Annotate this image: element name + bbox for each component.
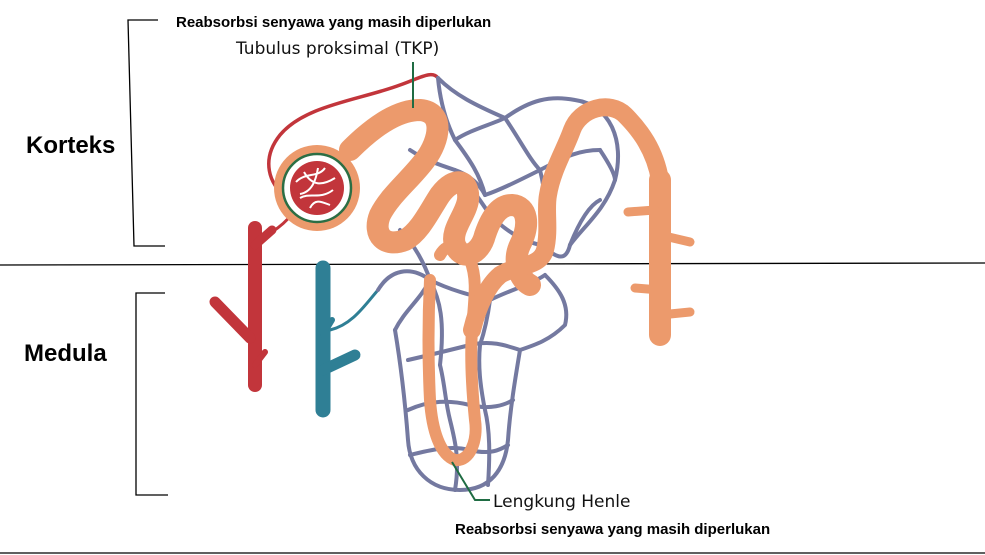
tkp-title: Tubulus proksimal (TKP) [235, 39, 439, 59]
cortex-label: Korteks [26, 132, 115, 159]
henle-pointer-line [451, 461, 490, 501]
nephron-tubule [339, 98, 695, 466]
medulla-label: Medula [24, 340, 107, 367]
henle-title: Lengkung Henle [493, 492, 630, 512]
bottom-note: Reabsorbsi senyawa yang masih diperlukan [455, 521, 770, 538]
medulla-bracket [135, 292, 168, 496]
vein [315, 260, 380, 418]
bowmans-capsule [274, 145, 360, 231]
top-note: Reabsorbsi senyawa yang masih diperlukan [176, 14, 491, 31]
cortex-bracket [127, 19, 165, 247]
cortex-medulla-boundary [0, 262, 985, 266]
